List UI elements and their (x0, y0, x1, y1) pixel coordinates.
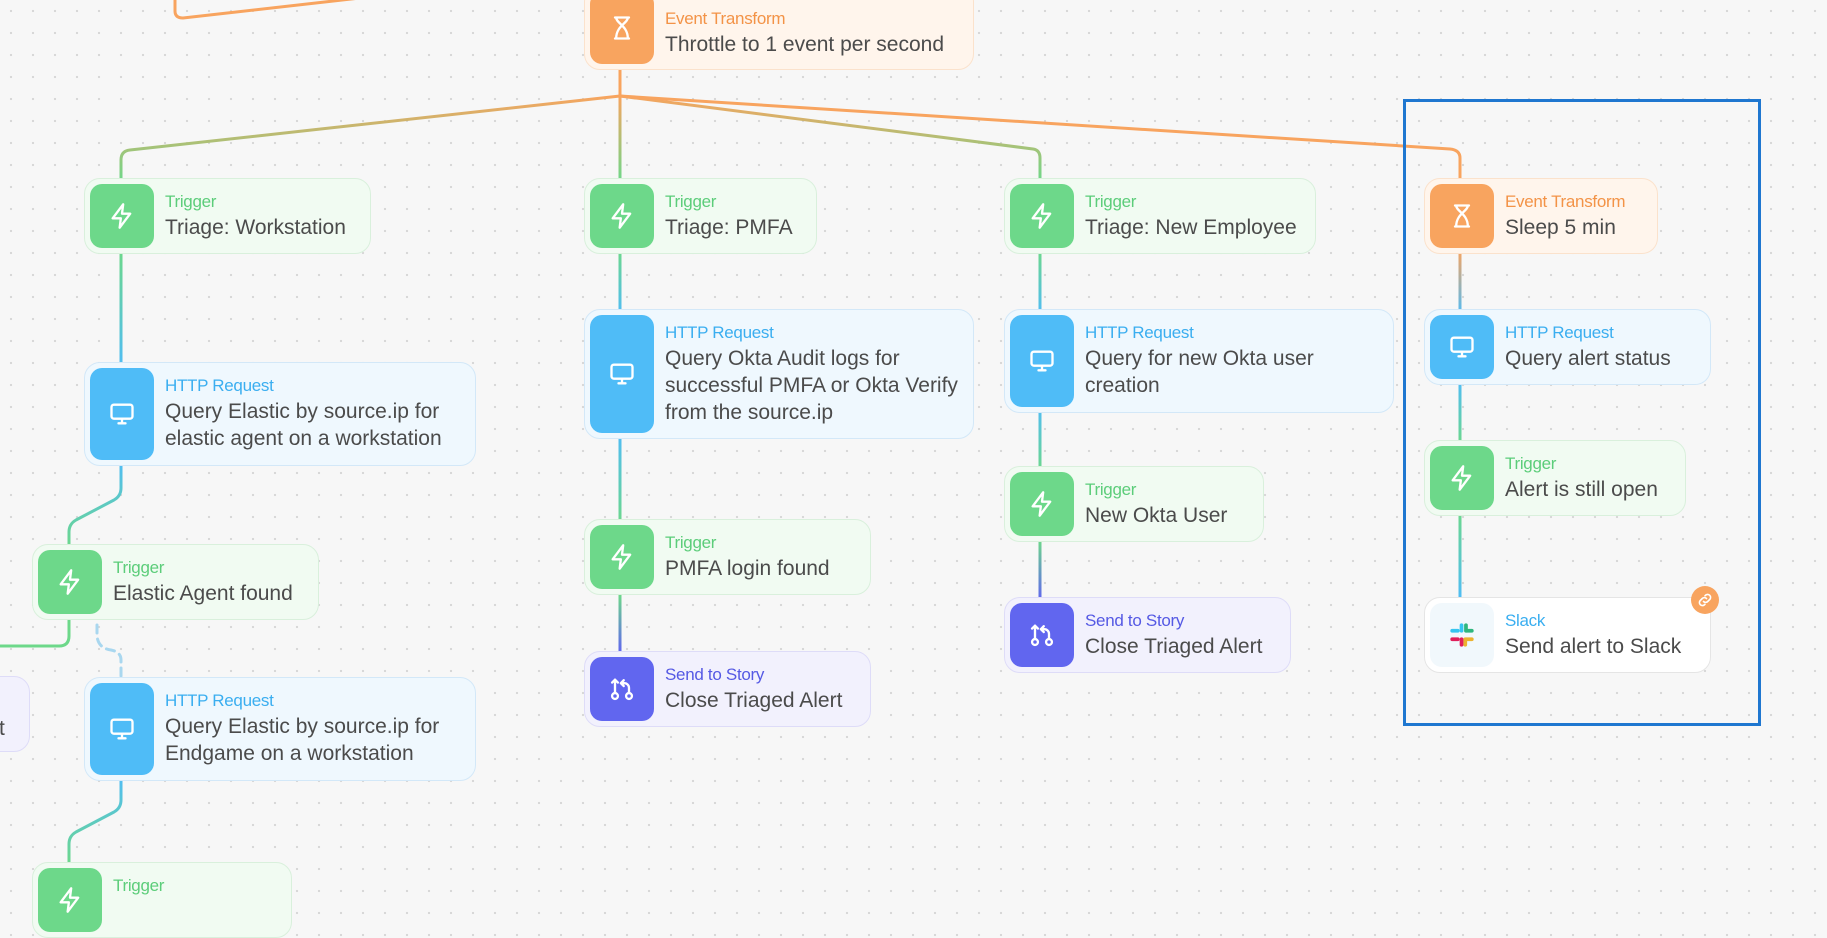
lightning-icon (111, 203, 132, 229)
node-query-elastic-endgame[interactable]: HTTP Request Query Elastic by source.ip … (84, 677, 476, 781)
node-title: Elastic Agent found (113, 582, 293, 605)
node-type-label: Trigger (1085, 192, 1137, 211)
node-trigger-bottom[interactable]: Trigger (32, 862, 292, 938)
edge-query-to-agent-found (67, 458, 123, 550)
node-elastic-agent-found[interactable]: Trigger Elastic Agent found (32, 544, 319, 620)
node-title: Query for new Okta user creation (1085, 347, 1314, 397)
node-title: Triage: New Employee (1085, 216, 1297, 239)
send-to-story-icon (610, 678, 634, 701)
node-partial-left[interactable]: t (0, 676, 30, 752)
send-to-story-icon (1030, 624, 1054, 647)
node-triage-pmfa[interactable]: Trigger Triage: PMFA (584, 178, 817, 254)
edges-layer (0, 0, 1462, 872)
node-query-elastic-agent[interactable]: HTTP Request Query Elastic by source.ip … (84, 362, 476, 466)
node-title: Triage: Workstation (165, 216, 346, 239)
lightning-icon (611, 544, 632, 570)
node-send-alert-slack[interactable]: Slack Send alert to Slack (1424, 597, 1711, 673)
node-type-label: HTTP Request (165, 376, 274, 395)
node-type-label: Trigger (665, 192, 717, 211)
lightning-icon (59, 569, 80, 595)
node-title: Query Elastic by source.ip for elastic a… (165, 400, 442, 450)
node-title: Close Triaged Alert (665, 689, 843, 712)
monitor-icon (110, 718, 134, 740)
node-type-label: Send to Story (665, 665, 765, 684)
node-type-label: HTTP Request (665, 323, 774, 342)
link-badge[interactable] (1691, 586, 1719, 614)
node-title: Query alert status (1505, 347, 1671, 370)
edge-top-partial (173, 0, 356, 20)
edge-throttle-to-new-employee (618, 94, 1042, 184)
node-type-label: Event Transform (1505, 192, 1626, 211)
node-title: Send alert to Slack (1505, 635, 1682, 658)
node-title: PMFA login found (665, 557, 830, 580)
node-query-new-okta-user[interactable]: HTTP Request Query for new Okta user cre… (1004, 309, 1394, 413)
node-pmfa-login-found[interactable]: Trigger PMFA login found (584, 519, 871, 595)
monitor-icon (1450, 336, 1474, 358)
node-close-triaged-alert-2[interactable]: Send to Story Close Triaged Alert (1004, 597, 1291, 673)
node-query-alert-status[interactable]: HTTP Request Query alert status (1424, 309, 1711, 385)
node-triage-new-employee[interactable]: Trigger Triage: New Employee (1004, 178, 1316, 254)
node-triage-workstation[interactable]: Trigger Triage: Workstation (84, 178, 371, 254)
monitor-icon (110, 403, 134, 425)
edge-endgame-to-trigger (67, 773, 123, 872)
edge-agent-found-to-endgame (95, 623, 123, 682)
node-type-label: Trigger (165, 192, 217, 211)
edge-throttle-to-sleep (618, 94, 1462, 184)
lightning-icon (1451, 465, 1472, 491)
node-type-label: Trigger (1085, 480, 1137, 499)
node-title: Sleep 5 min (1505, 216, 1616, 239)
node-alert-still-open[interactable]: Trigger Alert is still open (1424, 440, 1686, 516)
node-title: Query Okta Audit logs for successful PMF… (665, 347, 958, 424)
monitor-icon (1030, 350, 1054, 372)
node-type-label: Trigger (113, 558, 165, 577)
lightning-icon (1031, 491, 1052, 517)
node-throttle[interactable]: Event Transform Throttle to 1 event per … (584, 0, 974, 70)
node-type-label: Trigger (113, 876, 165, 895)
node-type-label: Trigger (665, 533, 717, 552)
link-icon (1698, 593, 1712, 607)
lightning-icon (611, 203, 632, 229)
node-type-label: HTTP Request (1085, 323, 1194, 342)
node-type-label: Slack (1505, 611, 1546, 630)
hourglass-icon (613, 16, 631, 40)
node-new-okta-user[interactable]: Trigger New Okta User (1004, 466, 1264, 542)
node-title: Throttle to 1 event per second (665, 33, 944, 56)
edge-agent-found-left (0, 608, 71, 648)
hourglass-icon (1453, 204, 1471, 228)
node-title: Close Triaged Alert (1085, 635, 1263, 658)
node-type-label: Trigger (1505, 454, 1557, 473)
lightning-icon (1031, 203, 1052, 229)
node-title: New Okta User (1085, 504, 1228, 527)
selection-box (1403, 99, 1761, 726)
node-close-triaged-alert-1[interactable]: Send to Story Close Triaged Alert (584, 651, 871, 727)
node-type-label: Send to Story (1085, 611, 1185, 630)
lightning-icon (59, 887, 80, 913)
node-title: Triage: PMFA (665, 216, 793, 239)
node-title: Query Elastic by source.ip for Endgame o… (165, 715, 440, 765)
node-title: Alert is still open (1505, 478, 1658, 501)
node-type-label: Event Transform (665, 9, 786, 28)
node-sleep-5-min[interactable]: Event Transform Sleep 5 min (1424, 178, 1658, 254)
node-type-label: HTTP Request (165, 691, 274, 710)
node-query-okta-audit[interactable]: HTTP Request Query Okta Audit logs for s… (584, 309, 974, 439)
edge-throttle-to-workstation (119, 94, 622, 184)
node-type-label: HTTP Request (1505, 323, 1614, 342)
slack-logo-icon (1450, 623, 1474, 647)
node-title: t (0, 717, 5, 740)
monitor-icon (610, 363, 634, 385)
